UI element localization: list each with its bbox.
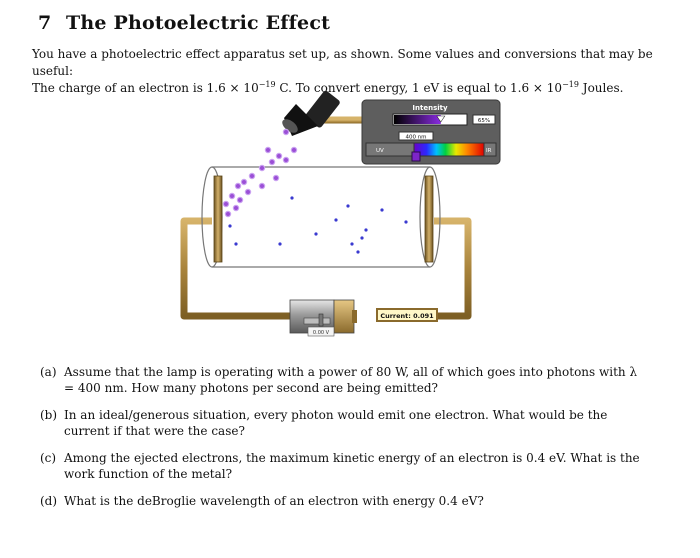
cathode-plate [213,175,223,263]
question-label: (b) [40,408,58,422]
photon [224,210,232,218]
ir-region [483,142,497,157]
intensity-value: 65% [478,118,490,124]
electron-cloud [228,196,408,254]
intensity-slider-thumb[interactable] [436,115,446,123]
wavelength-readout: 400 nm [405,135,426,141]
wavelength-slider-thumb[interactable] [411,151,421,162]
photon [282,128,290,136]
wavelength-spectrum[interactable] [413,142,485,157]
question-label: (d) [40,494,58,508]
photon [275,152,283,160]
voltage-label: 0.00 V [313,330,330,336]
anode-plate [424,175,434,263]
photon [236,196,244,204]
photon [258,164,266,172]
section-title: The Photoelectric Effect [66,12,331,34]
electron [234,242,238,246]
electron [380,208,384,212]
question-label: (c) [40,451,57,465]
intro-text-b: C. To convert energy, 1 eV is equal to 1… [275,81,563,95]
intro-paragraph: You have a photoelectric effect apparatu… [32,46,672,97]
electron [404,220,408,224]
photon [228,192,236,200]
intro-line-2: The charge of an electron is 1.6 × 10−19… [32,80,672,97]
electron [278,242,282,246]
uv-label: UV [376,148,384,154]
question-item: (a) Assume that the lamp is operating wi… [40,364,650,396]
photon [234,182,242,190]
intensity-label: Intensity [412,104,448,112]
photon [244,188,252,196]
battery[interactable]: 0.00 V [289,299,357,337]
photon [268,158,276,166]
ir-label: IR [486,148,492,154]
question-text: In an ideal/generous situation, every ph… [64,408,608,438]
photon [272,174,280,182]
photon [264,146,272,154]
electron [346,204,350,208]
question-item: (b) In an ideal/generous situation, ever… [40,407,650,439]
photon [282,156,290,164]
question-text: Assume that the lamp is operating with a… [64,365,638,395]
electron [314,232,318,236]
photon [232,204,240,212]
vacuum-tube [201,166,441,268]
exponent-1: −19 [258,80,276,89]
light-control-panel: Intensity 65% 400 nm UV IR [361,99,501,165]
ammeter: Current: 0.091 [376,308,438,322]
photon [290,146,298,154]
uv-region [365,142,415,157]
photon [222,200,230,208]
intro-line-1: You have a photoelectric effect apparatu… [32,47,653,78]
photon [240,178,248,186]
question-item: (d) What is the deBroglie wavelength of … [40,493,650,509]
question-list: (a) Assume that the lamp is operating wi… [40,364,650,520]
electron [364,228,368,232]
electron [350,242,354,246]
question-item: (c) Among the ejected electrons, the max… [40,450,650,482]
electron [290,196,294,200]
photon [258,182,266,190]
intensity-fill [394,115,441,124]
exponent-2: −19 [562,80,579,89]
section-number: 7 [38,12,52,34]
intro-text-c: Joules. [578,81,624,95]
electron [360,236,364,240]
intro-text-a: The charge of an electron is 1.6 × 10 [32,81,259,95]
photon [248,172,256,180]
question-text: Among the ejected electrons, the maximum… [64,451,640,481]
question-text: What is the deBroglie wavelength of an e… [64,494,484,508]
lamp-icon[interactable] [280,90,341,136]
question-label: (a) [40,365,57,379]
electron [334,218,338,222]
electron [228,224,232,228]
photon-stream [222,128,298,218]
section-heading: 7 The Photoelectric Effect [38,12,330,34]
electron [356,250,360,254]
current-readout: Current: 0.091 [380,312,434,320]
